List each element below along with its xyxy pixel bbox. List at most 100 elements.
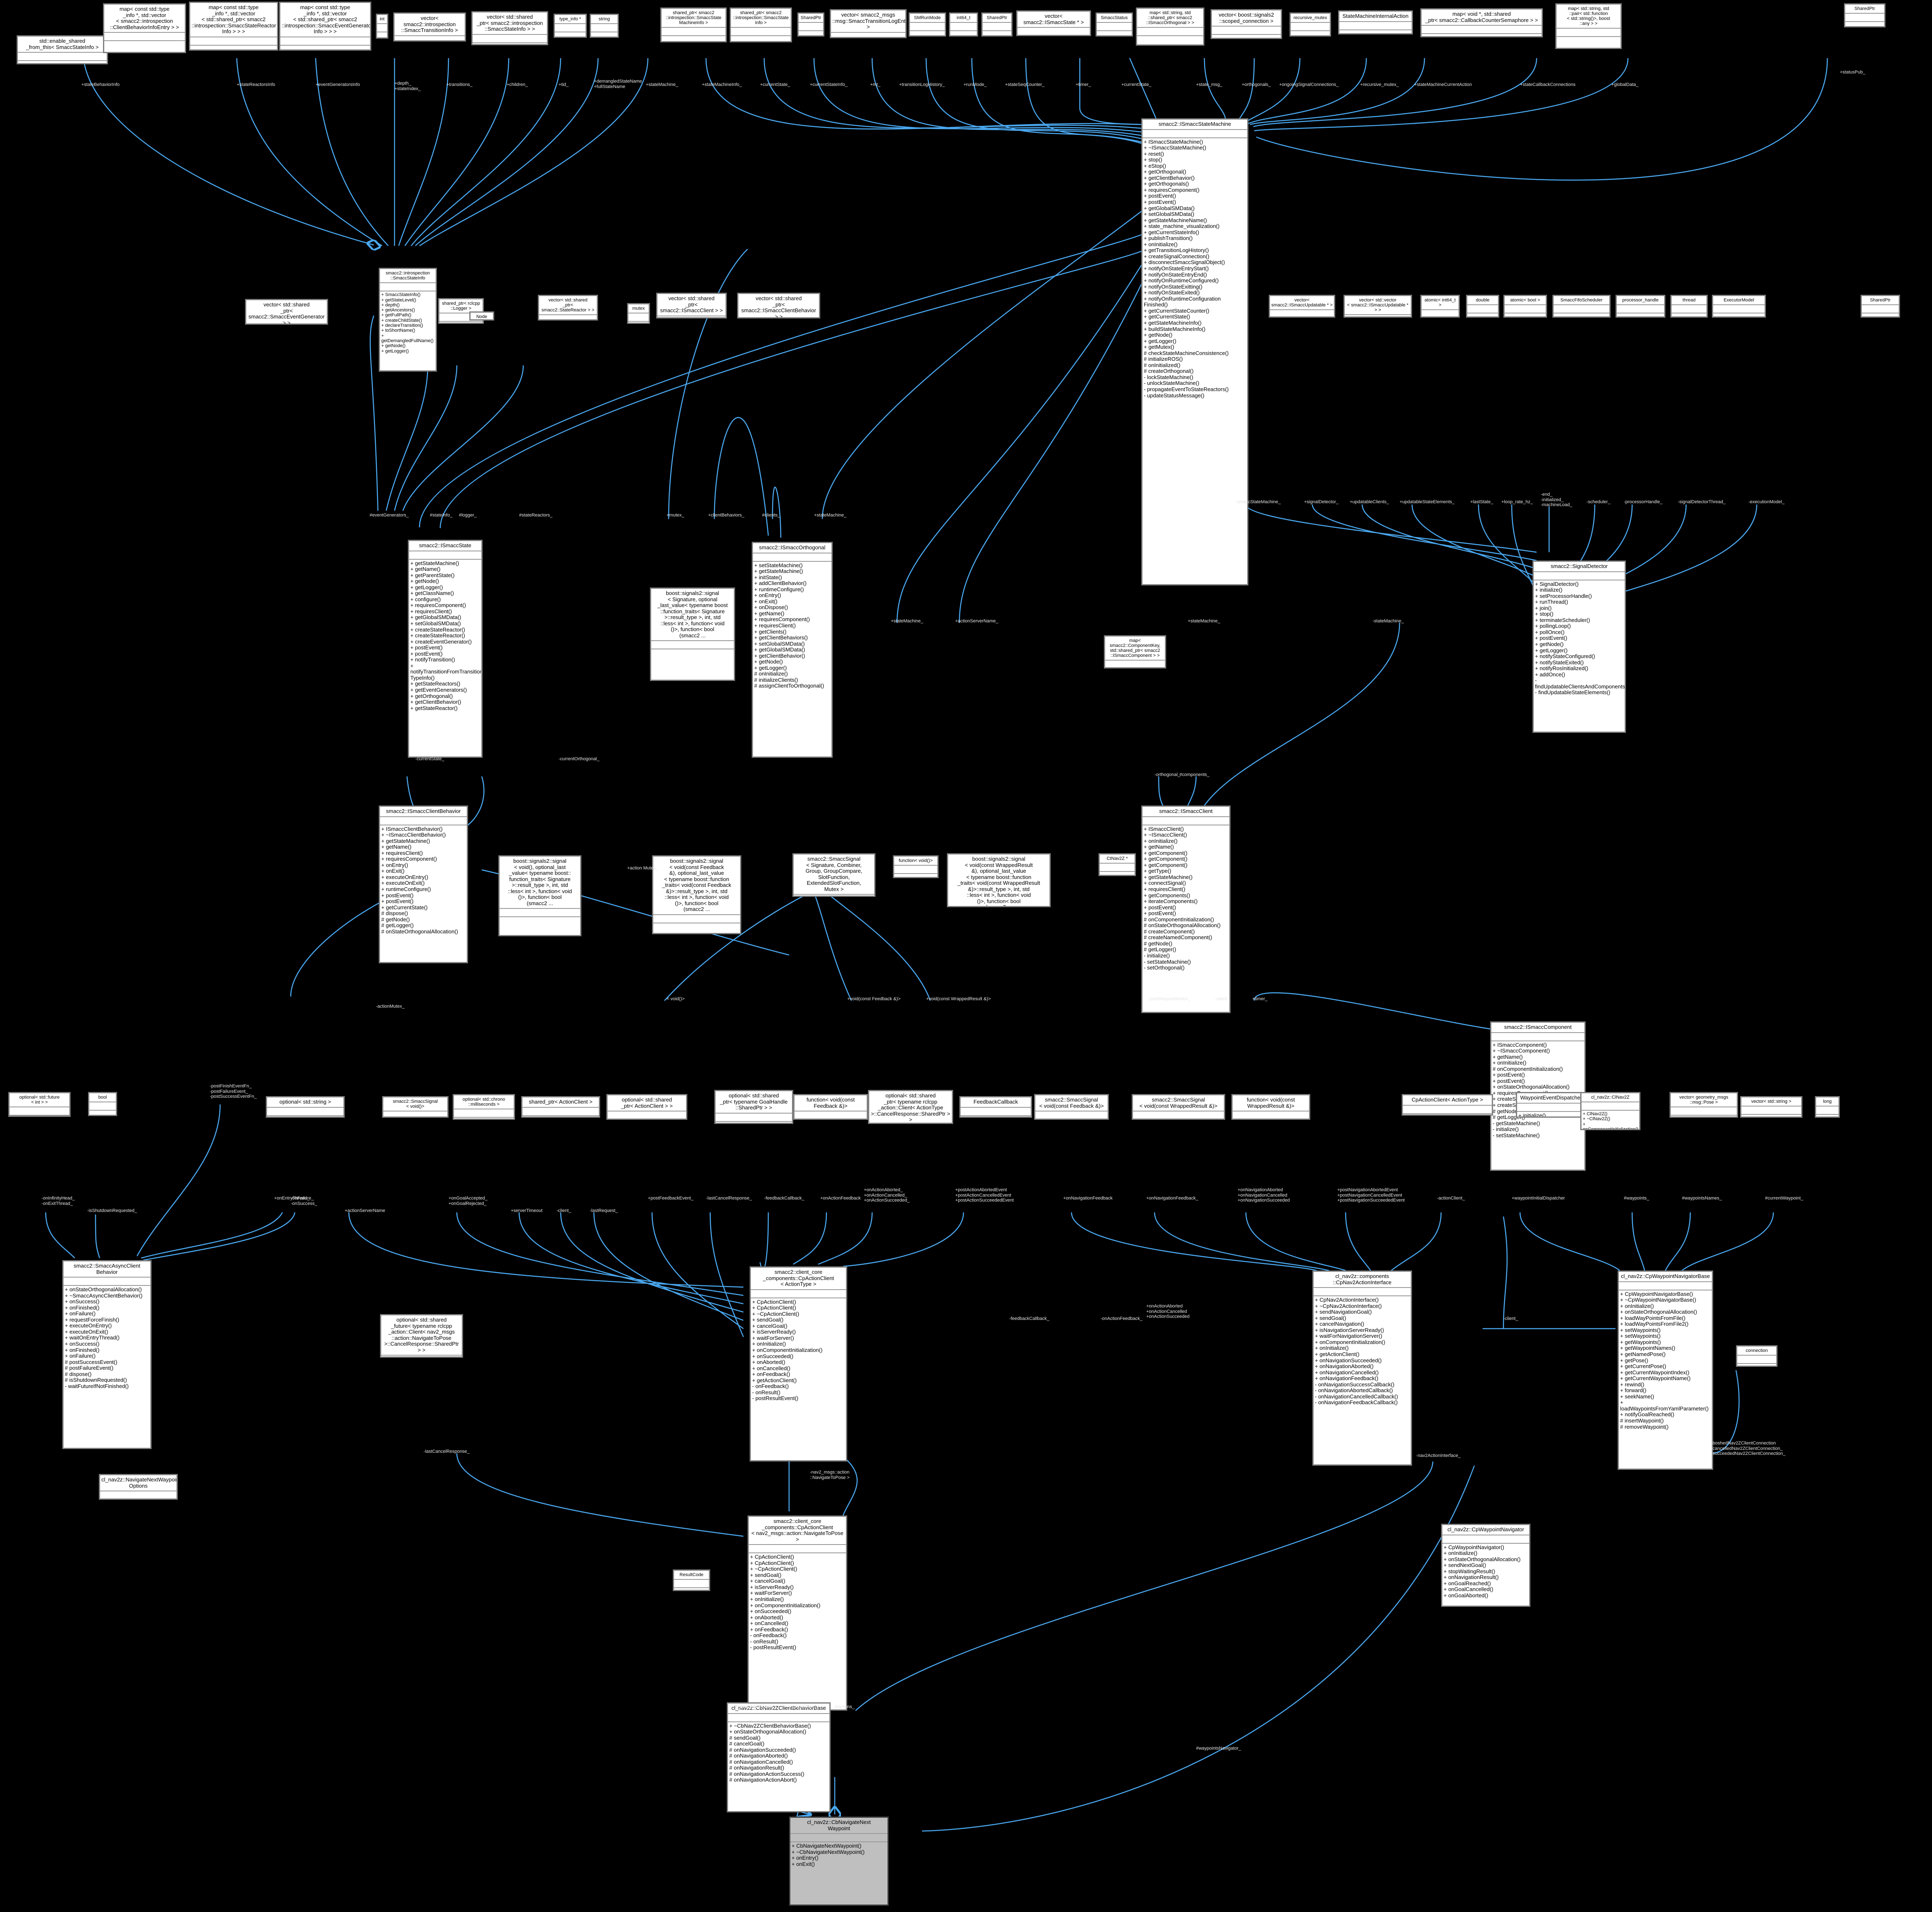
- uml-class-node[interactable]: smacc2::ISmaccClientBehavior+ ISmaccClie…: [379, 805, 468, 963]
- uml-class-node[interactable]: CpActionClient< ActionType >: [1402, 1094, 1493, 1116]
- uml-class-node[interactable]: cl_nav2z::NavigateNextWaypoint Options: [99, 1474, 178, 1500]
- uml-class-node[interactable]: atomic< int64_t >: [1420, 295, 1460, 318]
- uml-class-title: vector< std::shared _ptr< smacc2::StateR…: [539, 296, 597, 316]
- uml-class-node[interactable]: cl_nav2z::CpWaypointNavigator+ CpWaypoin…: [1441, 1524, 1530, 1607]
- uml-class-node[interactable]: map< std::string, std ::pair< std::funct…: [1555, 3, 1622, 49]
- uml-class-node[interactable]: smacc2::SmaccSignal < Signature, Combine…: [792, 853, 875, 897]
- uml-class-node[interactable]: cl_nav2z::CbNav2ZClientBehaviorBase+ ~Cb…: [727, 1702, 831, 1812]
- uml-class-node[interactable]: string: [590, 14, 619, 38]
- uml-method: + stopWaitingResult(): [1444, 1568, 1496, 1574]
- uml-method: + getWaypointNames(): [1620, 1345, 1675, 1351]
- uml-class-node[interactable]: vector< geometry_msgs ::msg::Pose >: [1670, 1092, 1738, 1118]
- uml-class-node[interactable]: optional< std::shared _ptr< typename rcl…: [868, 1090, 953, 1124]
- uml-class-node[interactable]: mutex: [627, 303, 650, 324]
- uml-class-node[interactable]: atomic< bool >: [1503, 295, 1547, 318]
- uml-class-node[interactable]: processor_handle: [1616, 295, 1665, 318]
- uml-class-node[interactable]: connection: [1736, 1345, 1778, 1367]
- uml-class-node[interactable]: function< void()>: [893, 855, 939, 878]
- uml-class-node[interactable]: ResultCode: [673, 1569, 710, 1591]
- uml-class-node[interactable]: vector< smacc2::ISmaccUpdatable * >: [1269, 295, 1335, 318]
- uml-class-node[interactable]: int: [376, 14, 388, 39]
- uml-class-node[interactable]: SmaccFifoScheduler: [1552, 295, 1611, 318]
- uml-class-node[interactable]: smacc2::SmaccAsyncClient Behavior+ onSta…: [62, 1260, 152, 1449]
- uml-class-node[interactable]: boost::signals2::signal < void(const Fee…: [652, 855, 741, 934]
- uml-class-node[interactable]: optional< std::future < int > >: [8, 1092, 71, 1117]
- uml-class-node[interactable]: smacc2::ISmaccState+ getStateMachine()+ …: [408, 540, 483, 758]
- uml-class-node[interactable]: CtNav2Z *: [1098, 853, 1136, 876]
- uml-class-node[interactable]: thread: [1670, 295, 1708, 318]
- uml-class-node[interactable]: boost::signals2::signal < Signature, opt…: [650, 588, 735, 681]
- uml-class-node[interactable]: shared_ptr< smacc2 ::introspection::Smac…: [660, 7, 727, 42]
- uml-class-node[interactable]: smacc2::client_core _components::CpActio…: [748, 1515, 847, 1711]
- uml-class-node[interactable]: SMRunMode: [909, 12, 946, 37]
- uml-class-node[interactable]: vector< smacc2::introspection ::SmaccTra…: [393, 12, 466, 42]
- uml-class-node[interactable]: recursive_mutex: [1290, 12, 1331, 37]
- uml-class-node[interactable]: long: [1815, 1096, 1840, 1118]
- uml-method: + ISmaccClientBehavior(): [381, 825, 443, 832]
- uml-class-node[interactable]: SharedPtr: [981, 12, 1013, 37]
- uml-class-node[interactable]: smacc2::introspection ::SmaccStateInfo+ …: [379, 268, 437, 372]
- uml-class-node[interactable]: map< void *, std::shared _ptr< smacc2::C…: [1420, 8, 1543, 37]
- uml-class-node[interactable]: double: [1466, 295, 1499, 318]
- uml-class-node[interactable]: Node: [469, 311, 494, 321]
- uml-class-node[interactable]: vector< std::string >: [1740, 1096, 1802, 1118]
- uml-class-node[interactable]: cl_nav2z::CbNavigateNext Waypoint+ CbNav…: [789, 1817, 889, 1906]
- uml-class-node[interactable]: smacc2::ISmaccOrthogonal+ setStateMachin…: [752, 542, 833, 758]
- uml-class-node[interactable]: optional< std::shared _future< typename …: [380, 1314, 463, 1358]
- uml-class-node[interactable]: shared_ptr< rclcpp ::Logger >: [438, 298, 484, 324]
- uml-class-node[interactable]: smacc2::SignalDetector+ SignalDetector()…: [1532, 561, 1626, 733]
- uml-class-node[interactable]: smacc2::SmaccSignal < void(const Wrapped…: [1132, 1094, 1225, 1120]
- uml-class-node[interactable]: WaypointEventDispatcher+ initialize()+ p…: [1516, 1092, 1586, 1118]
- uml-class-node[interactable]: shared_ptr< ActionClient >: [521, 1096, 600, 1118]
- uml-class-node[interactable]: optional< std::string >: [266, 1096, 345, 1118]
- uml-class-node[interactable]: vector< std::shared _ptr< smacc2::ISmacc…: [737, 293, 820, 318]
- uml-class-node[interactable]: smacc2::ISmaccStateMachine+ ISmaccStateM…: [1141, 118, 1248, 585]
- uml-class-methods: + ISmaccStateMachine()+ ~ISmaccStateMach…: [1143, 138, 1247, 400]
- uml-class-node[interactable]: shared_ptr< smacc2 ::introspection::Smac…: [730, 7, 792, 42]
- uml-class-node[interactable]: smacc2::ISmaccClient+ ISmaccClient()+ ~I…: [1141, 805, 1231, 1013]
- uml-class-node[interactable]: function< void(const WrappedResult &)>: [1231, 1094, 1310, 1120]
- uml-class-title: smacc2::introspection ::SmaccStateInfo: [380, 269, 436, 284]
- uml-class-node[interactable]: optional< std::shared _ptr< ActionClient…: [606, 1094, 687, 1120]
- uml-class-node[interactable]: FeedbackCallback: [959, 1096, 1032, 1118]
- uml-class-node[interactable]: smacc2::SmaccSignal < void()>: [382, 1096, 449, 1118]
- uml-method: + SmaccStateInfo(): [381, 292, 421, 298]
- uml-class-node[interactable]: boost::signals2::signal < void(const Wra…: [947, 853, 1051, 907]
- uml-class-node[interactable]: map< const std::type _info *, std::vecto…: [189, 2, 278, 51]
- uml-class-node[interactable]: vector< std::vector < smacc2::ISmaccUpda…: [1344, 295, 1412, 318]
- uml-class-node[interactable]: vector< std::shared _ptr< smacc2::intros…: [471, 11, 548, 45]
- uml-class-node[interactable]: type_info *: [554, 14, 587, 38]
- uml-class-node[interactable]: vector< std::shared _ptr< smacc2::StateR…: [538, 295, 598, 321]
- edge-label: +lastState_: [1470, 499, 1493, 504]
- uml-class-node[interactable]: boost::signals2::signal < void(), option…: [498, 855, 581, 936]
- uml-class-node[interactable]: cl_nav2z::ClNav2Z+ ClNav2Z()+ ~ClNav2Z()…: [1580, 1092, 1640, 1130]
- uml-class-node[interactable]: bool: [88, 1092, 117, 1116]
- uml-class-node[interactable]: ExecutorModel: [1712, 295, 1766, 318]
- uml-class-methods: + SmaccStateInfo()+ getStateLevel()+ dep…: [380, 291, 436, 355]
- uml-class-node[interactable]: vector< smacc2::ISmaccState * >: [1016, 10, 1091, 36]
- uml-class-node[interactable]: map< const std::type _info *, std::vecto…: [279, 2, 371, 51]
- uml-class-node[interactable]: SharedPtr: [1844, 3, 1885, 27]
- uml-class-node[interactable]: SharedPtr: [797, 12, 824, 37]
- uml-class-node[interactable]: cl_nav2z::components ::CpNav2ActionInter…: [1312, 1271, 1412, 1466]
- uml-class-title: shared_ptr< rclcpp ::Logger >: [439, 299, 483, 314]
- uml-method: + onFailure(): [65, 1353, 96, 1359]
- uml-class-node[interactable]: vector< boost::signals2 ::scoped_connect…: [1211, 9, 1282, 39]
- uml-class-node[interactable]: std::enable_shared _from_this< SmaccStat…: [17, 35, 108, 64]
- uml-class-node[interactable]: SharedPtr: [1861, 295, 1900, 318]
- uml-class-node[interactable]: map< const std::type _info *, std::vecto…: [103, 3, 186, 53]
- uml-class-node[interactable]: vector< std::shared _ptr< smacc2::ISmacc…: [656, 293, 727, 318]
- uml-class-node[interactable]: StateMachineInternalAction: [1338, 10, 1413, 34]
- uml-class-node[interactable]: optional< std::chrono ::milliseconds >: [453, 1094, 515, 1120]
- uml-class-node[interactable]: smacc2::client_core _components::CpActio…: [750, 1266, 847, 1462]
- uml-class-node[interactable]: vector< std::shared _ptr< smacc2::SmaccE…: [245, 299, 328, 325]
- uml-class-node[interactable]: smacc2::SmaccSignal < void(const Feedbac…: [1034, 1094, 1109, 1120]
- uml-class-node[interactable]: function< void(const Feedback &)>: [793, 1094, 868, 1120]
- uml-class-node[interactable]: map< smacc2::ComponentKey, std::shared_p…: [1104, 635, 1166, 668]
- uml-class-node[interactable]: vector< smacc2_msgs ::msg::SmaccTransiti…: [830, 9, 907, 38]
- uml-class-node[interactable]: optional< std::shared _ptr< typename Goa…: [714, 1090, 793, 1124]
- uml-class-node[interactable]: cl_nav2z::CpWaypointNavigatorBase+ CpWay…: [1618, 1271, 1713, 1470]
- uml-class-node[interactable]: map< std::string, std ::shared_ptr< smac…: [1136, 7, 1204, 46]
- uml-class-node[interactable]: int64_t: [949, 12, 978, 37]
- uml-class-node[interactable]: SmaccStatus: [1096, 12, 1133, 37]
